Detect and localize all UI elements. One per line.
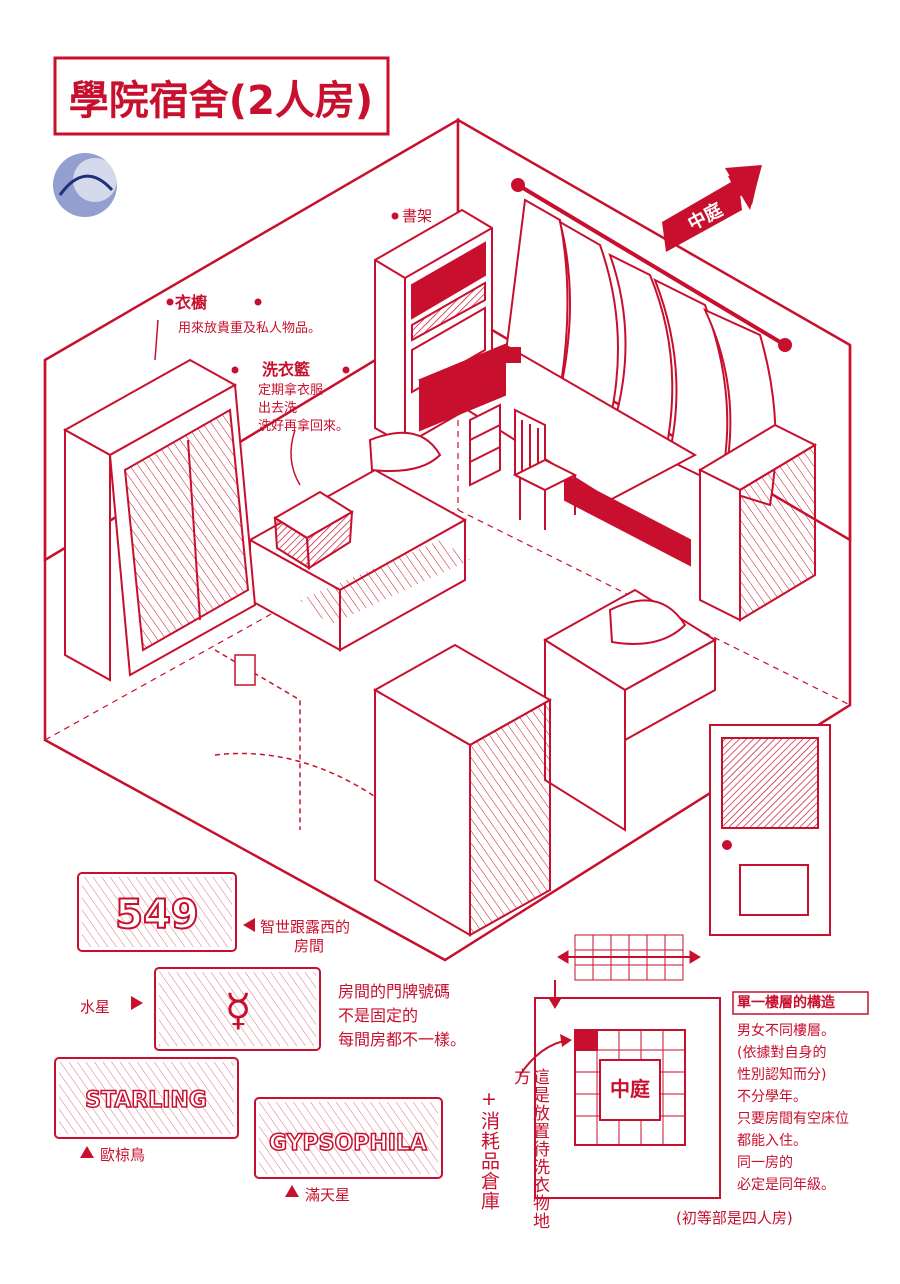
door-illustration bbox=[709, 724, 831, 936]
plate-gypsophila: GYPSOPHILA bbox=[254, 1097, 443, 1179]
structure-line: (依據對自身的 bbox=[737, 1045, 827, 1061]
structure-title-box bbox=[732, 991, 869, 1015]
label-wardrobe-desc: 用來放貴重及私人物品。 bbox=[178, 321, 322, 336]
plate-note-line: 房間的門牌號碼 bbox=[338, 982, 451, 1001]
storage-pointer-head bbox=[560, 1034, 572, 1047]
structure-line: 不分學年。 bbox=[737, 1089, 807, 1105]
wardrobe bbox=[62, 358, 257, 682]
door-swing bbox=[214, 649, 381, 830]
locker-right bbox=[697, 423, 818, 622]
structure-title: 單一樓層的構造 bbox=[737, 995, 835, 1011]
locker-front bbox=[372, 643, 553, 937]
mercury-label: 水星 bbox=[80, 998, 111, 1016]
plate-note: 房間的門牌號碼 不是固定的 每間房都不一樣。 bbox=[338, 980, 466, 1052]
structure-line: 性別認知而分) bbox=[737, 1067, 827, 1083]
structure-line: 都能入住。 bbox=[737, 1133, 807, 1149]
publisher-logo bbox=[53, 153, 117, 217]
gypsophila-text: GYPSOPHILA bbox=[269, 1131, 427, 1156]
floor-plan: 中庭 bbox=[534, 997, 721, 1199]
floor-plan-courtyard: 中庭 bbox=[610, 1077, 650, 1101]
structure-line: 必定是同年級。 bbox=[737, 1177, 835, 1193]
starling-text: STARLING bbox=[85, 1088, 207, 1113]
plate-pointers bbox=[80, 918, 299, 1197]
floor-plan-top-grid bbox=[548, 934, 701, 1009]
laundry-desc-line: 出去洗 bbox=[258, 401, 298, 416]
caption-line: 房間 bbox=[294, 937, 325, 955]
label-wardrobe: 衣櫥 bbox=[175, 293, 208, 312]
chair bbox=[512, 408, 578, 530]
courtyard-arrow: 中庭 bbox=[662, 165, 762, 252]
laundry-basket bbox=[273, 490, 354, 570]
room-number-caption: 智世跟露西的 房間 bbox=[260, 918, 350, 956]
structure-line: 只要房間有空床位 bbox=[737, 1111, 849, 1127]
floor-footnote: (初等部是四人房) bbox=[676, 1209, 793, 1227]
gypsophila-caption: 滿天星 bbox=[305, 1186, 351, 1204]
plate-starling: STARLING bbox=[54, 1057, 239, 1139]
structure-line: 同一房的 bbox=[737, 1155, 793, 1171]
storage-note-1: 這是放置待洗衣物地方 bbox=[510, 1068, 549, 1230]
starling-caption: 歐椋鳥 bbox=[100, 1146, 146, 1164]
desk bbox=[417, 343, 698, 567]
plate-549: 549 bbox=[77, 872, 237, 952]
label-laundry-desc: 定期拿衣服 出去洗 洗好再拿回來。 bbox=[258, 382, 349, 436]
storage-note-2: +消耗品倉庫 bbox=[478, 1088, 500, 1211]
title-box: 學院宿舍(2人房) bbox=[53, 56, 390, 136]
page-title: 學院宿舍(2人房) bbox=[69, 78, 373, 124]
structure-line: 男女不同樓層。 bbox=[737, 1023, 835, 1039]
laundry-desc-line: 洗好再拿回來。 bbox=[258, 419, 350, 434]
laundry-desc-line: 定期拿衣服 bbox=[258, 383, 324, 398]
window-curtains bbox=[503, 178, 792, 507]
label-laundry: 洗衣籃 bbox=[262, 360, 311, 379]
annotation-markers bbox=[154, 212, 399, 486]
structure-lines: 男女不同樓層。 (依據對自身的 性別認知而分) 不分學年。 只要房間有空床位 都… bbox=[737, 1020, 849, 1196]
plate-mercury: ☿ bbox=[154, 967, 321, 1051]
caption-line: 智世跟露西的 bbox=[260, 918, 351, 936]
plate-note-line: 不是固定的 bbox=[338, 1006, 419, 1025]
plate-note-line: 每間房都不一樣。 bbox=[338, 1030, 467, 1049]
room-number: 549 bbox=[115, 892, 199, 938]
label-bookshelf: 書架 bbox=[402, 207, 433, 225]
mercury-symbol: ☿ bbox=[224, 985, 251, 1036]
bed-lower bbox=[543, 588, 717, 832]
